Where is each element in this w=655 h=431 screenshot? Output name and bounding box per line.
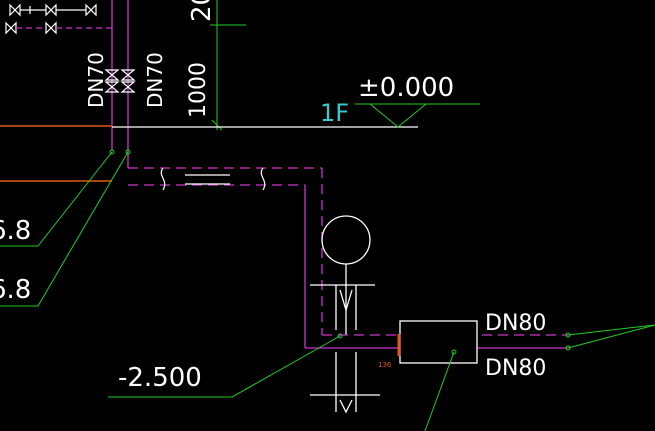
- leader-value-upper: 6.8: [0, 216, 31, 246]
- pipe-label-dn70-right: DN70: [143, 52, 167, 108]
- leader-value-lower: 6.8: [0, 275, 31, 305]
- dimension-lines: [210, 0, 246, 131]
- elevation-top-label: ±0.000: [358, 73, 454, 103]
- elevation-bottom-label: -2.500: [118, 363, 202, 393]
- riser-valves: [104, 69, 136, 93]
- pipe-horizontal-dashed: [128, 167, 322, 186]
- pump-symbol: [310, 215, 380, 414]
- riser-pipes: [111, 0, 129, 168]
- leader-dots: [109, 149, 571, 355]
- valve-cluster-top: [5, 3, 97, 35]
- dim-label-top: 20: [187, 0, 217, 22]
- dim-label-vertical: 1000: [186, 62, 211, 118]
- pipe-label-dn80-top: DN80: [485, 311, 546, 336]
- equipment-box[interactable]: [399, 320, 478, 364]
- leader-lines: [0, 151, 655, 431]
- break-marks: [160, 167, 266, 191]
- small-tag-label: 136: [378, 361, 392, 369]
- pipe-vertical-drop: [304, 168, 323, 348]
- floor-label: 1F: [320, 99, 349, 127]
- elevation-marker-top: [355, 103, 480, 128]
- pipe-label-dn80-bottom: DN80: [485, 356, 546, 381]
- pipe-label-dn70-left: DN70: [84, 52, 108, 108]
